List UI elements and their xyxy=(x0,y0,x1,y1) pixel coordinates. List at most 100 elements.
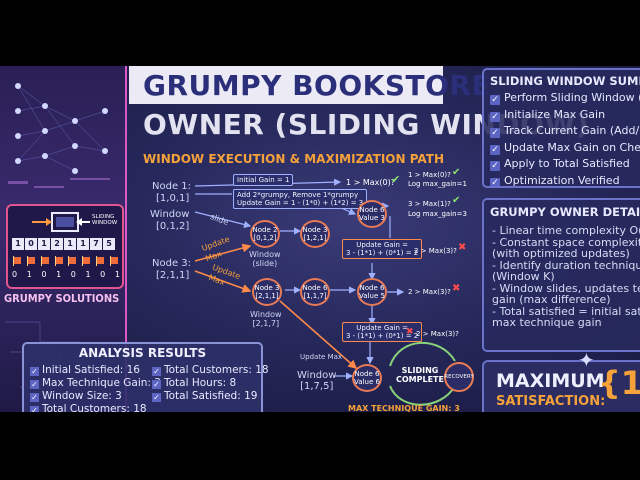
compare-3: 2 > Max(3)? xyxy=(414,247,457,255)
grumpy-cell: 1 xyxy=(26,270,32,279)
node-6b: Node 6 [1,1,7] xyxy=(300,278,330,306)
recovery-node: RECOVERY xyxy=(444,362,474,392)
customer-cell: 1 xyxy=(38,238,50,250)
flag-icon xyxy=(13,256,21,266)
summary-item: ✓Initialize Max Gain xyxy=(490,107,606,122)
summary-item: ✓Perform Sliding Window (R xyxy=(490,91,640,105)
initial-gain-box: Initial Gain = 1 xyxy=(233,174,294,186)
node-2: Node 2 [0,1,2] xyxy=(250,220,280,248)
compare-1: 1 > Max(0)? xyxy=(346,178,395,187)
cross-icon: ✖ xyxy=(452,283,461,294)
grumpy-cell: 0 xyxy=(100,270,106,279)
analysis-item: ✓Window Size: 3 xyxy=(30,390,122,402)
max-gain-caption: MAX TECHNIQUE GAIN: 3 xyxy=(348,404,460,412)
update-max-label-3: Update Max xyxy=(300,353,343,361)
node-3: Node 3 [1,2,1] xyxy=(300,220,330,248)
update-gain-box-2: Update Gain = 3 - (1*1) + (0*1) = 2 xyxy=(342,322,423,342)
analysis-item: ✓Total Satisfied: 19 xyxy=(152,390,258,402)
check-icon: ✔ xyxy=(452,195,461,206)
sparkle-icon: ✦ xyxy=(578,348,595,372)
node1-label: Node 1: xyxy=(152,181,192,192)
update-gain-2-line2: 3 - (1*1) + (0*1) = 2 xyxy=(346,332,419,340)
log-2: Log max_gain=3 xyxy=(408,210,467,218)
window-label: Window xyxy=(150,209,190,220)
flag-icon xyxy=(26,256,35,266)
window-values: [0,1,2] xyxy=(156,221,190,232)
update-gain-1-line2: 3 - (1*1) + (0*1) = 2 xyxy=(346,249,419,257)
gain-update-box: Add 2*grumpy, Remove 1*grumpy Update Gai… xyxy=(233,189,368,209)
details-line: - Total satisfied = initial satisfied xyxy=(492,304,640,318)
checkbox-icon: ✓ xyxy=(490,128,500,138)
analysis-item: ✓Initial Satisfied: 16 xyxy=(30,364,140,376)
checkbox-icon: ✓ xyxy=(490,95,500,105)
window-175-label: Window [1,7,5] xyxy=(297,370,337,392)
check-icon: ✔ xyxy=(452,167,461,178)
details-title: GRUMPY OWNER DETAILS xyxy=(490,205,640,219)
customer-cell: 0 xyxy=(25,238,37,250)
details-line: max technique gain xyxy=(492,316,602,329)
satisfaction-label: SATISFACTION: xyxy=(496,394,606,409)
compare-2: 3 > Max(1)? xyxy=(408,200,451,208)
analysis-item: ✓Total Hours: 8 xyxy=(152,377,237,389)
customer-cell: 1 xyxy=(77,238,89,250)
customer-cell: 1 xyxy=(64,238,76,250)
sliding-complete-label: SLIDING COMPLETE xyxy=(396,366,444,384)
grumpy-row: 0 1 0 1 0 1 0 1 xyxy=(12,270,120,279)
details-line: - Window slides, updates techni xyxy=(492,281,640,295)
cross-icon: ✖ xyxy=(458,242,467,253)
grumpy-cell: 0 xyxy=(12,270,18,279)
update-gain-2-line1: Update Gain = xyxy=(356,324,409,332)
sliding-window-card: SLIDING WINDOW 1 0 1 2 1 1 7 5 xyxy=(6,204,124,289)
grumpy-cell: 1 xyxy=(114,270,120,279)
neural-network-graphic xyxy=(8,83,110,188)
flag-icon xyxy=(40,256,49,266)
details-line: - Linear time complexity O(N) xyxy=(492,224,640,237)
analysis-title: ANALYSIS RESULTS xyxy=(78,346,207,360)
log-1: Log max_gain=1 xyxy=(408,180,467,188)
checkbox-icon: ✓ xyxy=(30,393,39,402)
details-line: gain (max difference) xyxy=(492,293,611,306)
checkbox-icon: ✓ xyxy=(490,111,500,122)
details-line: - Identify duration technique ar xyxy=(492,258,640,272)
grumpy-cell: 0 xyxy=(41,270,47,279)
compare-5: 2 > Max(3)? xyxy=(416,330,459,338)
flag-row xyxy=(13,256,118,266)
customer-cell: 2 xyxy=(51,238,63,250)
checkbox-icon: ✓ xyxy=(490,177,500,188)
analysis-results-panel: ANALYSIS RESULTS ✓Initial Satisfied: 16 … xyxy=(22,342,269,412)
maximum-satisfaction-panel: MAXIMUM SATISFACTION: {19 xyxy=(482,360,640,412)
summary-item: ✓Apply to Total Satisfied xyxy=(490,157,630,171)
gain-update-line2: Update Gain = 1 - (1*0) + (1*2) = 3 xyxy=(237,199,364,207)
node-6d: Node 6 Value 6 xyxy=(352,364,382,392)
grumpy-cell: 0 xyxy=(70,270,76,279)
analysis-item: ✓Max Technique Gain: 3 xyxy=(30,377,161,389)
window-slide-label: Window (slide) xyxy=(249,250,281,268)
node-6c: Node 6 Value 5 xyxy=(357,278,387,306)
sliding-window-label: SLIDING WINDOW xyxy=(92,214,118,226)
flag-icon xyxy=(96,256,105,266)
checkbox-icon: ✓ xyxy=(30,380,39,389)
update-gain-1-line1: Update Gain = xyxy=(356,241,409,249)
node3-label: Node 3: xyxy=(152,258,192,269)
checkbox-icon: ✓ xyxy=(30,367,39,376)
check-icon: ✔ xyxy=(391,173,401,186)
flag-icon xyxy=(82,256,91,266)
node1-values: [1,0,1] xyxy=(156,193,190,204)
checkbox-icon: ✓ xyxy=(152,380,161,389)
solutions-title: GRUMPY SOLUTIONS xyxy=(4,292,120,305)
summary-panel: SLIDING WINDOW SUMMARY ✓Perform Sliding … xyxy=(482,68,640,188)
checkbox-icon: ✓ xyxy=(30,406,39,412)
checkbox-icon: ✓ xyxy=(152,367,161,376)
customer-cell: 5 xyxy=(103,238,115,250)
details-line: - Constant space complexity O( xyxy=(492,235,640,249)
summary-item: ✓Update Max Gain on Check xyxy=(490,140,640,155)
node-6-top: Node 6 Value 3 xyxy=(357,200,387,228)
grumpy-cell: 1 xyxy=(85,270,91,279)
title-banner xyxy=(129,66,443,104)
checkbox-icon: ✓ xyxy=(490,161,500,171)
customer-cell: 7 xyxy=(90,238,102,250)
node3-values: [2,1,1] xyxy=(156,270,190,281)
compare-1b: 1 > Max(0)? xyxy=(408,171,451,179)
checkbox-icon: ✓ xyxy=(490,144,500,155)
section-title: WINDOW EXECUTION & MAXIMIZATION PATH xyxy=(143,152,444,166)
